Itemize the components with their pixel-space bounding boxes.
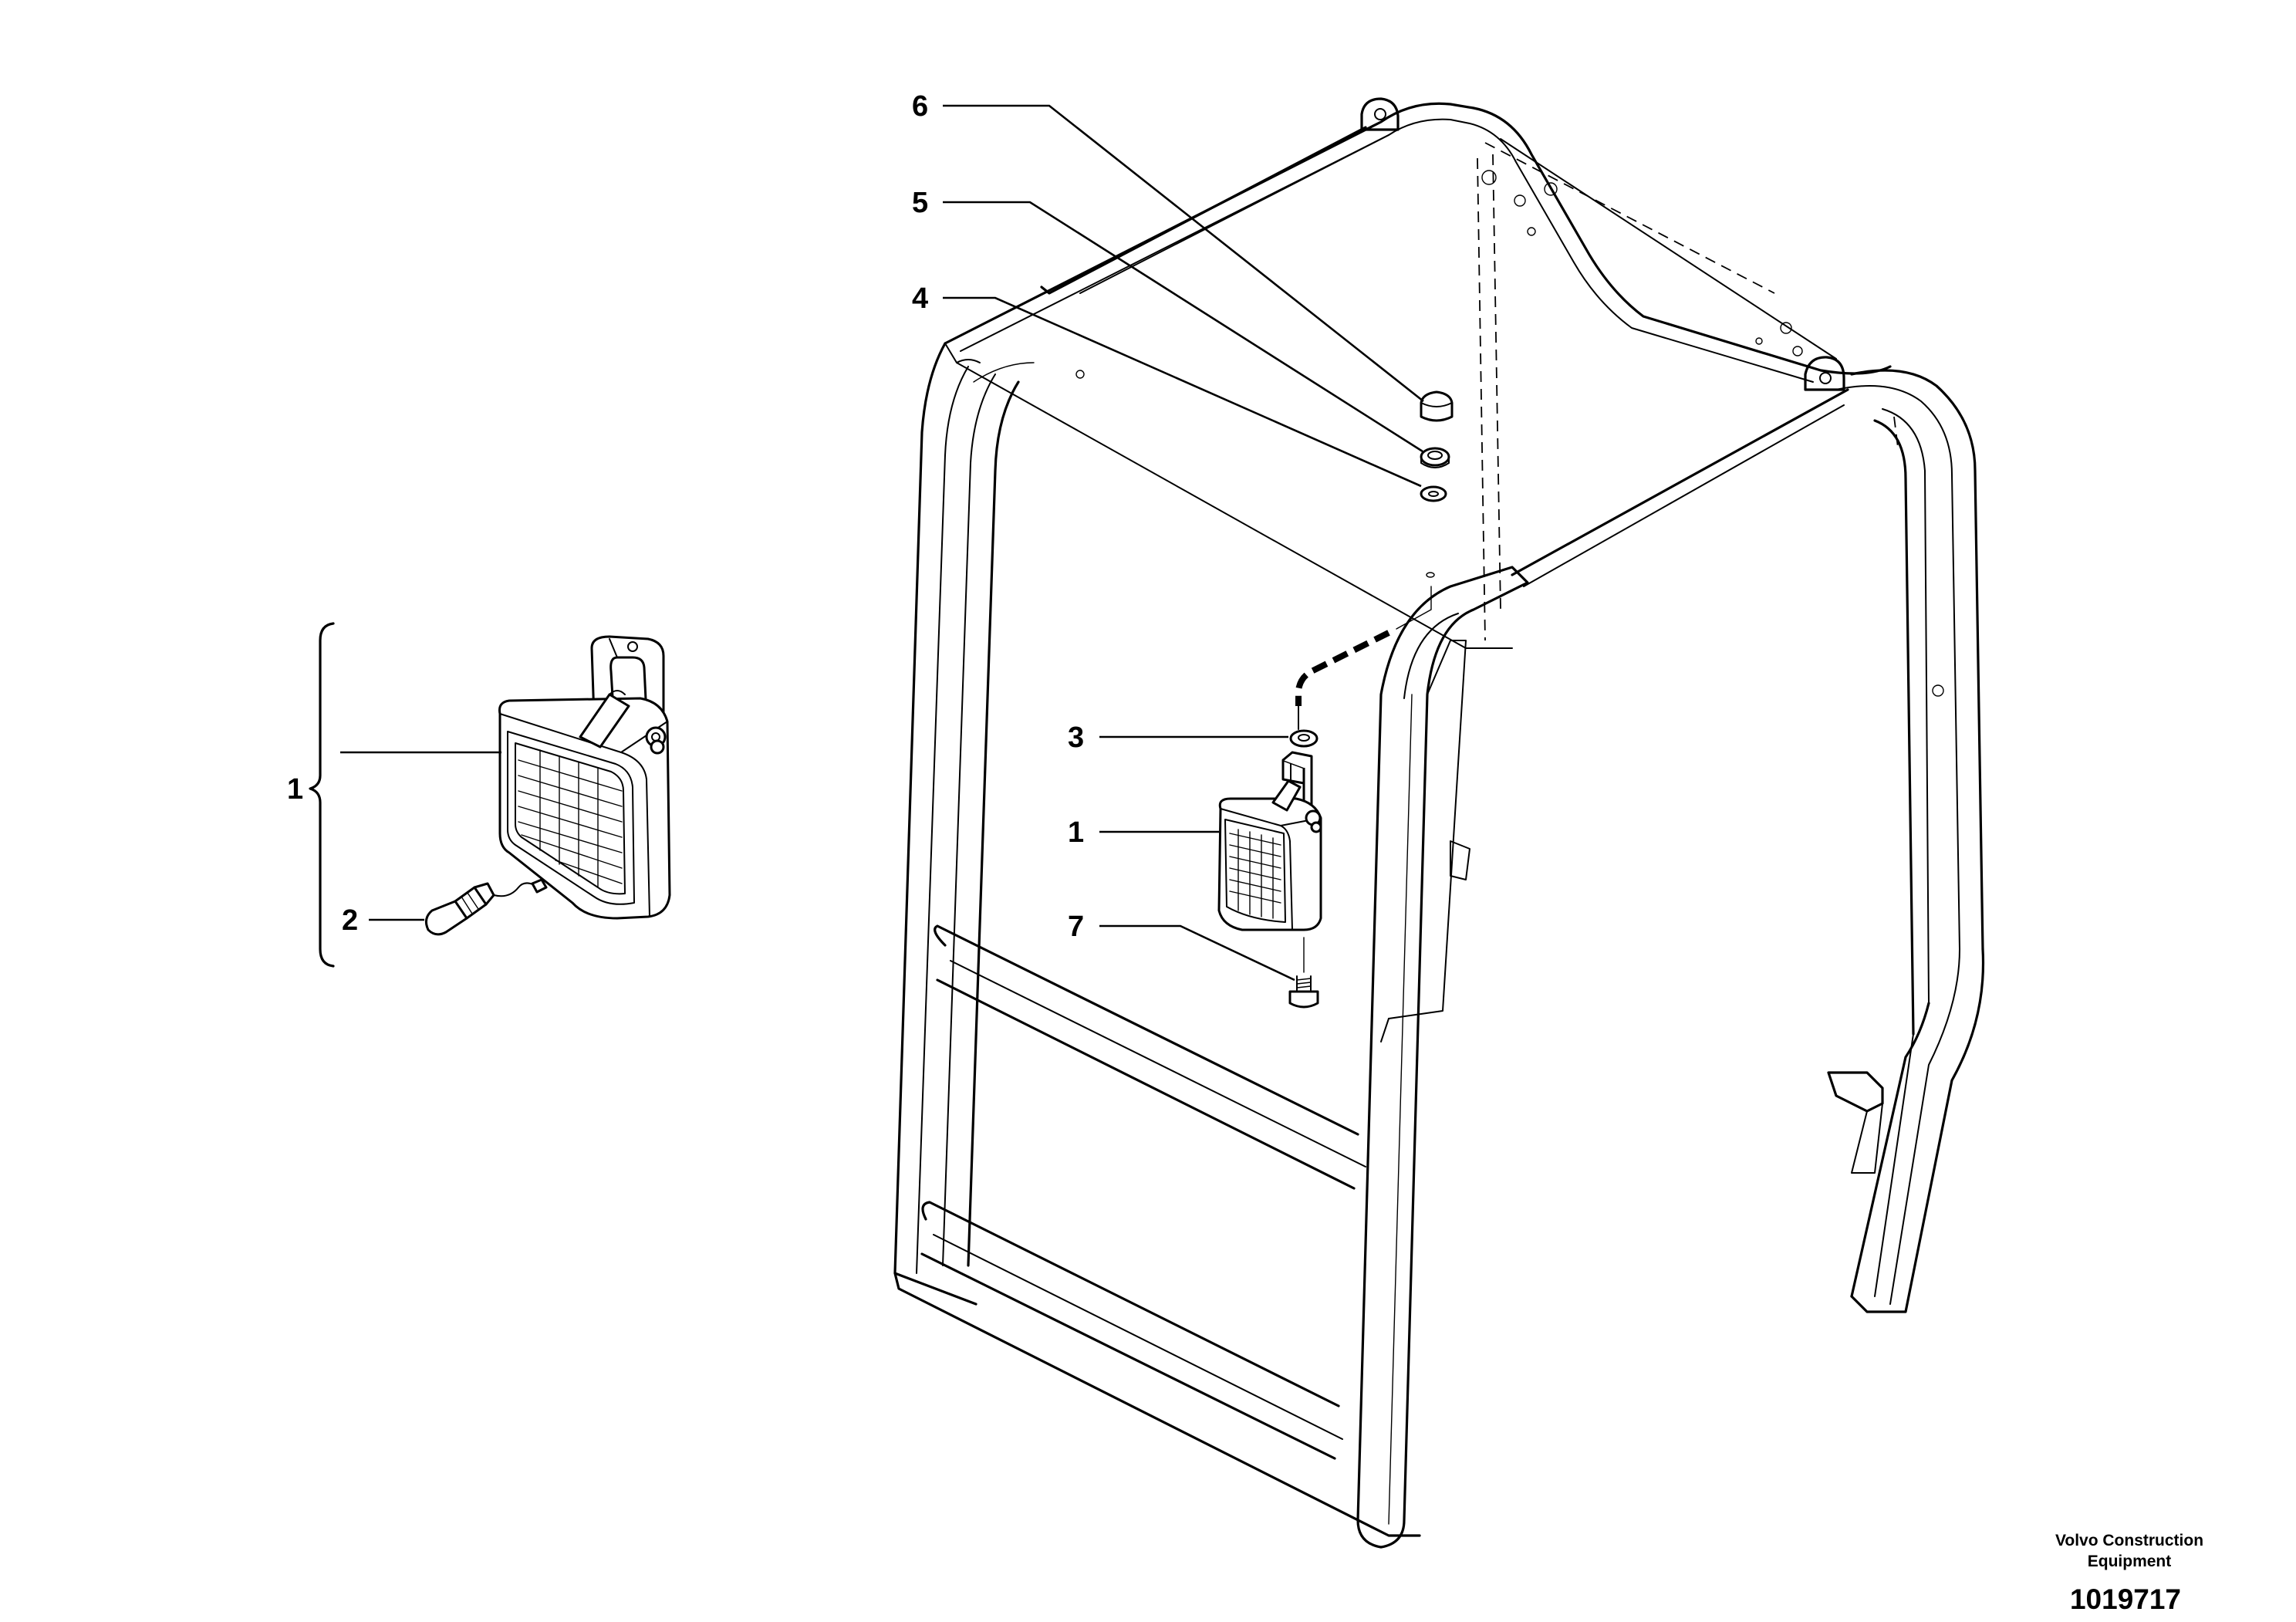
callout-1-left: 1 (287, 773, 303, 806)
cap-nut-6 (1420, 390, 1454, 422)
company-name-line2: Equipment (2088, 1553, 2172, 1570)
bolt-7 (1288, 975, 1319, 1009)
assembly-brace (309, 622, 335, 968)
cab-frame (893, 97, 1985, 1549)
bulb-2 (424, 878, 548, 936)
work-lamp-detail (498, 635, 671, 920)
washer-3 (1289, 729, 1319, 748)
callout-3: 3 (1068, 721, 1084, 754)
washer-4 (1420, 485, 1447, 502)
drawing-number: 1019717 (2070, 1583, 2181, 1615)
leader-lines (340, 104, 1424, 982)
callout-2: 2 (342, 904, 358, 937)
mount-axis (1396, 586, 1432, 630)
callout-1-right: 1 (1068, 816, 1084, 849)
nut-5 (1420, 447, 1450, 468)
callout-4: 4 (912, 282, 928, 315)
callout-7: 7 (1068, 911, 1084, 943)
callout-6: 6 (912, 90, 928, 123)
company-name-line1: Volvo Construction (2055, 1532, 2203, 1549)
callout-5: 5 (912, 187, 928, 219)
lamp-cable (1295, 630, 1390, 706)
mount-hole (1426, 572, 1435, 578)
work-lamp-installed (1217, 751, 1322, 931)
